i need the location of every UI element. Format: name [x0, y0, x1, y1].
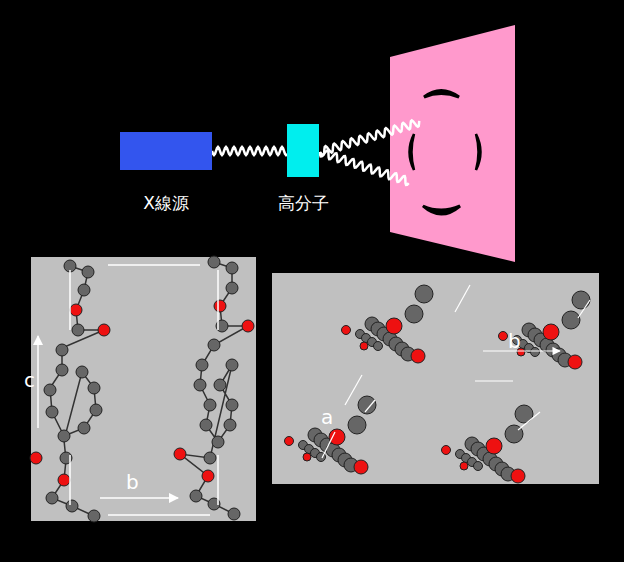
atom: [200, 419, 212, 431]
atom: [285, 437, 294, 446]
crystal-top-view: [272, 273, 599, 484]
atom: [242, 320, 254, 332]
atom: [194, 379, 206, 391]
box-fill: [120, 132, 212, 170]
diffracted-beam: [320, 120, 419, 155]
atom: [499, 332, 508, 341]
atom: [442, 446, 451, 455]
atom: [411, 349, 425, 363]
atom: [572, 291, 590, 309]
atom: [208, 256, 220, 268]
atom: [30, 452, 42, 464]
atom: [204, 399, 216, 411]
atom: [190, 490, 202, 502]
atom: [415, 285, 433, 303]
atom: [88, 382, 100, 394]
unit-cell-line: [70, 265, 218, 515]
axis-label: c: [24, 370, 35, 390]
detector-screen: [390, 25, 515, 262]
atom: [204, 452, 216, 464]
atom: [342, 326, 351, 335]
atom: [226, 359, 238, 371]
x-ray-source: X線源: [120, 132, 212, 219]
atom: [531, 348, 540, 357]
unit-cell-line: [322, 285, 590, 458]
box-fill: [287, 124, 319, 177]
crystal-side-view: [31, 257, 256, 521]
atom: [174, 448, 186, 460]
bond: [180, 262, 248, 514]
atom: [202, 470, 214, 482]
atom: [208, 339, 220, 351]
atom: [72, 324, 84, 336]
atom: [226, 262, 238, 274]
diffraction-arc: [423, 206, 460, 214]
molecule-stack: [285, 396, 377, 474]
atom: [511, 469, 525, 483]
atom: [196, 359, 208, 371]
axis-arrow: [37, 336, 39, 428]
atom: [386, 318, 402, 334]
atom: [568, 355, 582, 369]
atom: [56, 364, 68, 376]
atom: [460, 462, 468, 470]
axis-label: a: [321, 407, 333, 427]
atom: [228, 508, 240, 520]
atom: [562, 311, 580, 329]
atom: [78, 284, 90, 296]
atom: [303, 453, 311, 461]
diffraction-arc: [424, 91, 459, 98]
axis-arrow: [483, 350, 560, 351]
atom: [78, 422, 90, 434]
atom: [358, 396, 376, 414]
atom: [214, 379, 226, 391]
node-label: 高分子: [278, 193, 329, 213]
atom: [214, 300, 226, 312]
atom: [405, 305, 423, 323]
polymer-sample: 高分子: [276, 124, 331, 219]
axis-label: b: [126, 472, 139, 492]
atom: [329, 429, 345, 445]
atom: [46, 406, 58, 418]
atom: [56, 344, 68, 356]
axis-arrow: [100, 497, 178, 499]
atom: [212, 436, 224, 448]
bond: [50, 266, 104, 516]
atom: [354, 460, 368, 474]
atom: [360, 342, 368, 350]
atom: [374, 342, 383, 351]
molecule-stack: [499, 291, 591, 369]
molecule: [30, 256, 254, 522]
diffraction-arc: [410, 134, 415, 170]
diffraction-arc: [476, 134, 481, 170]
unit-cell-line: [475, 380, 513, 381]
atom: [98, 324, 110, 336]
atom: [46, 492, 58, 504]
atom: [226, 399, 238, 411]
axis-label: b: [508, 331, 521, 351]
atom: [58, 430, 70, 442]
atom: [226, 282, 238, 294]
atom: [58, 474, 70, 486]
atom: [90, 404, 102, 416]
atom: [543, 324, 559, 340]
atom: [44, 384, 56, 396]
atom: [348, 416, 366, 434]
molecule: [285, 285, 591, 483]
atom: [224, 419, 236, 431]
atom: [474, 462, 483, 471]
atom: [486, 438, 502, 454]
atom: [70, 304, 82, 316]
molecule-stack: [342, 285, 434, 363]
node-label: X線源: [143, 193, 189, 213]
molecule-stack: [442, 405, 534, 483]
atom: [66, 500, 78, 512]
atom: [82, 266, 94, 278]
atom: [76, 366, 88, 378]
x-ray-beam: [212, 147, 287, 155]
atom: [88, 510, 100, 522]
diffracted-beam: [320, 150, 409, 184]
